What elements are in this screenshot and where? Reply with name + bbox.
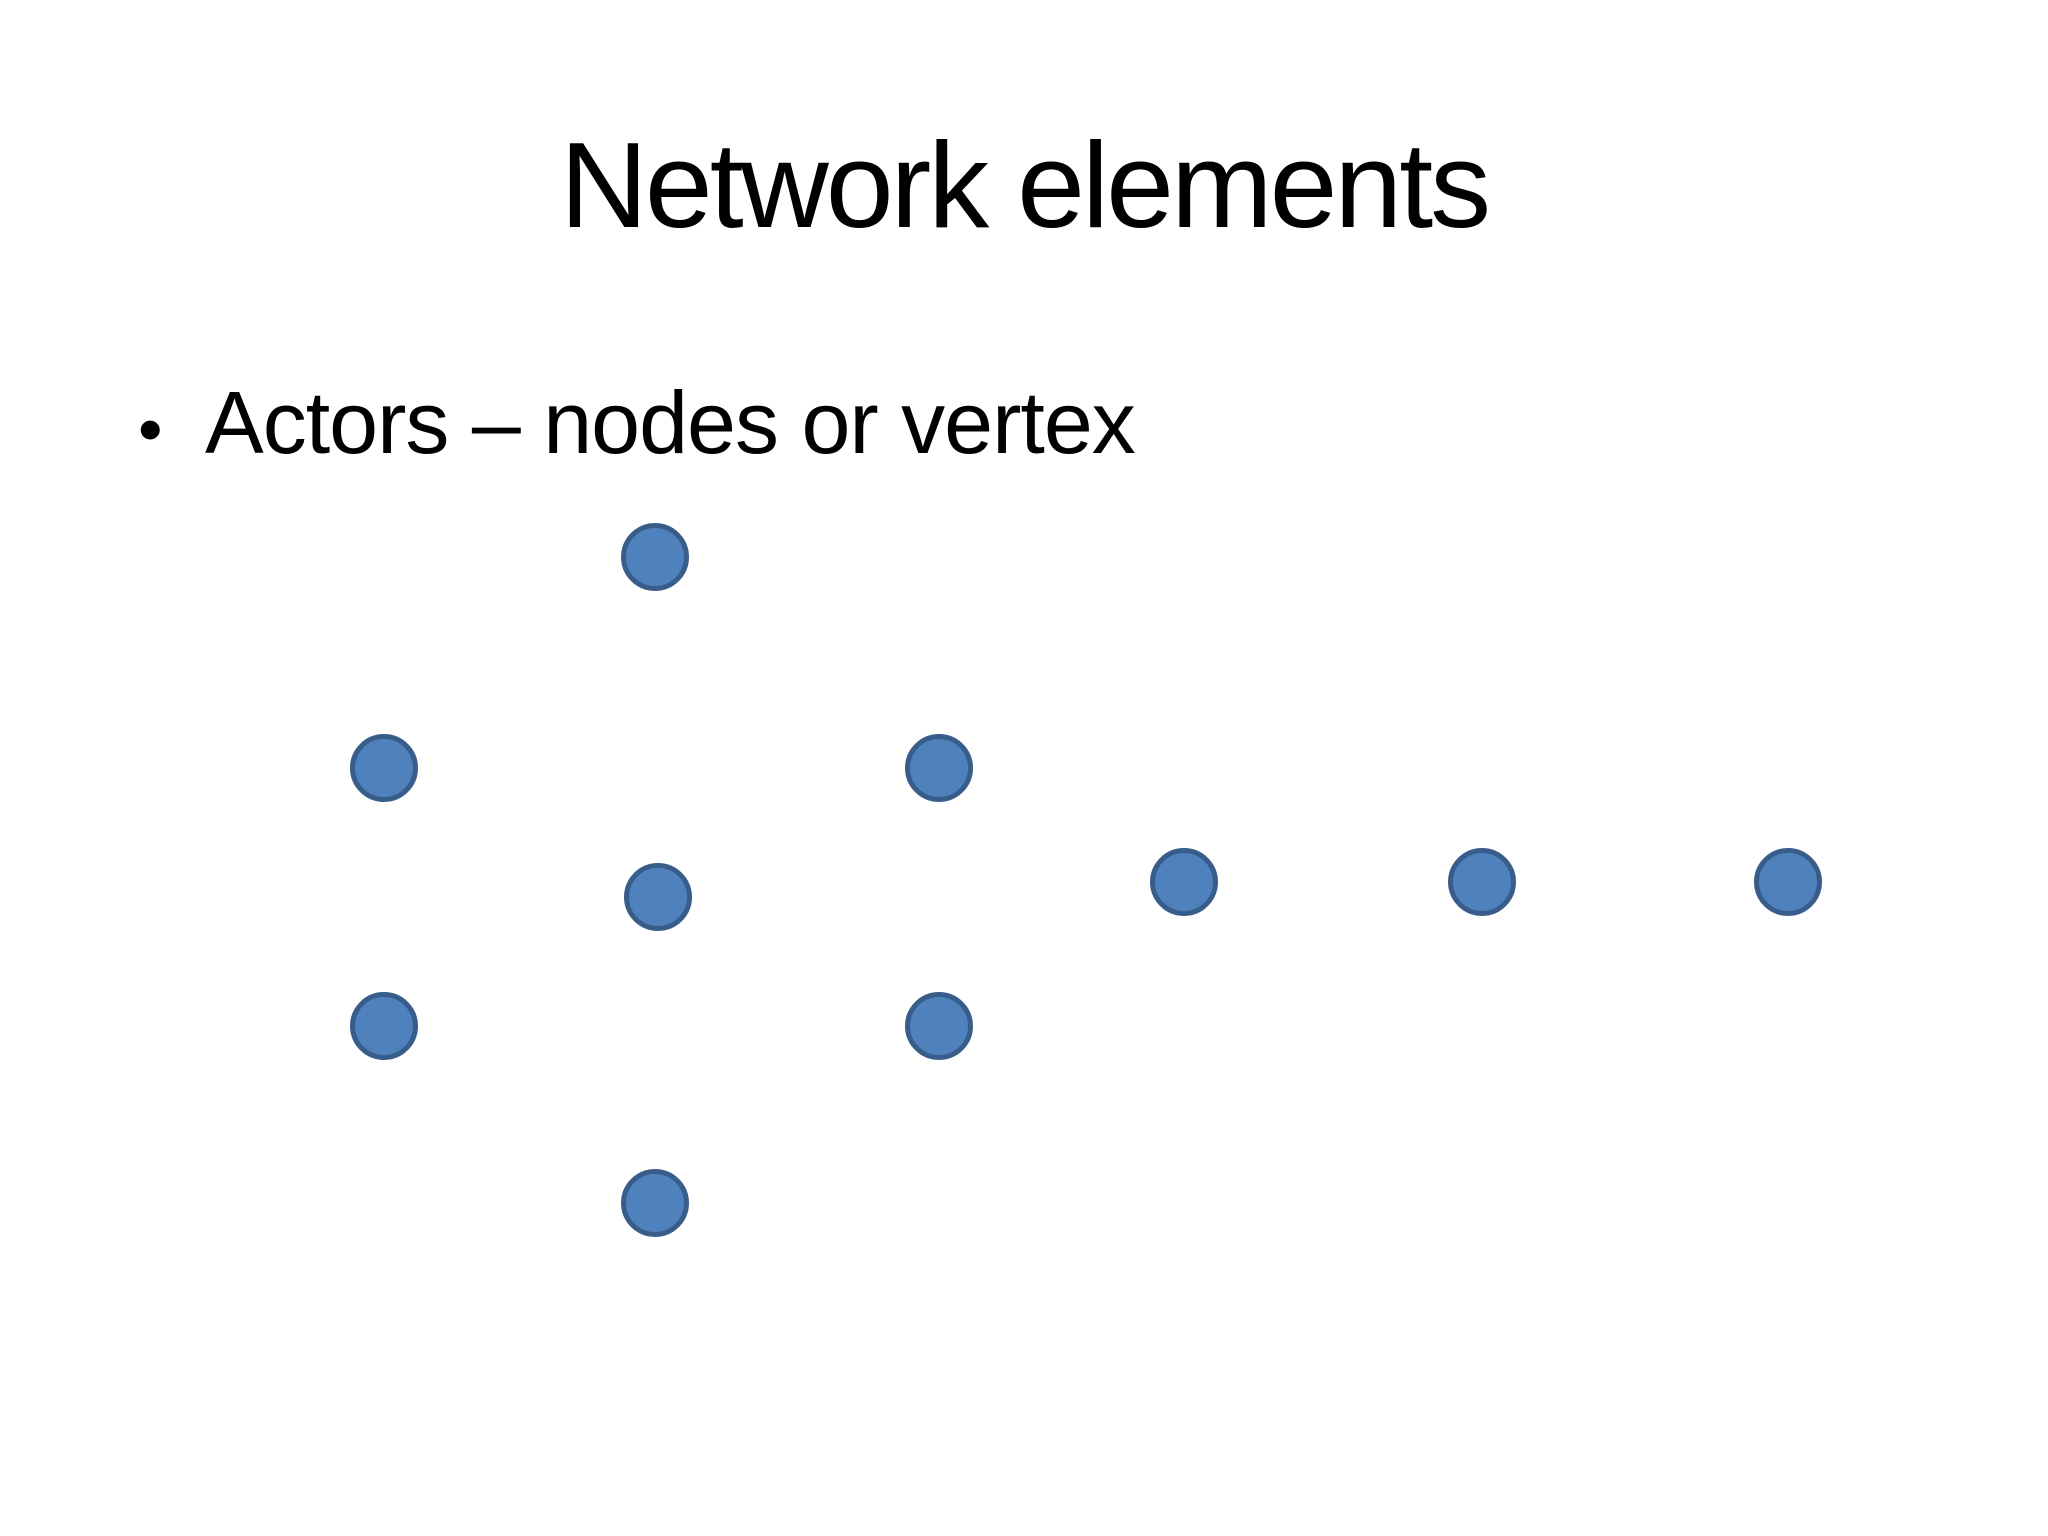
network-node [1754,848,1822,916]
bullet-text: Actors – nodes or vertex [205,373,1136,472]
network-node [350,992,418,1060]
network-node [1448,848,1516,916]
network-node [905,734,973,802]
bullet-marker: • [138,390,163,468]
network-node [621,523,689,591]
network-node [621,1169,689,1237]
network-node [1150,848,1218,916]
slide-title: Network elements [559,117,1491,253]
bullet-item: • Actors – nodes or vertex [138,370,1136,476]
network-node [624,863,692,931]
network-node [905,992,973,1060]
network-node [350,734,418,802]
